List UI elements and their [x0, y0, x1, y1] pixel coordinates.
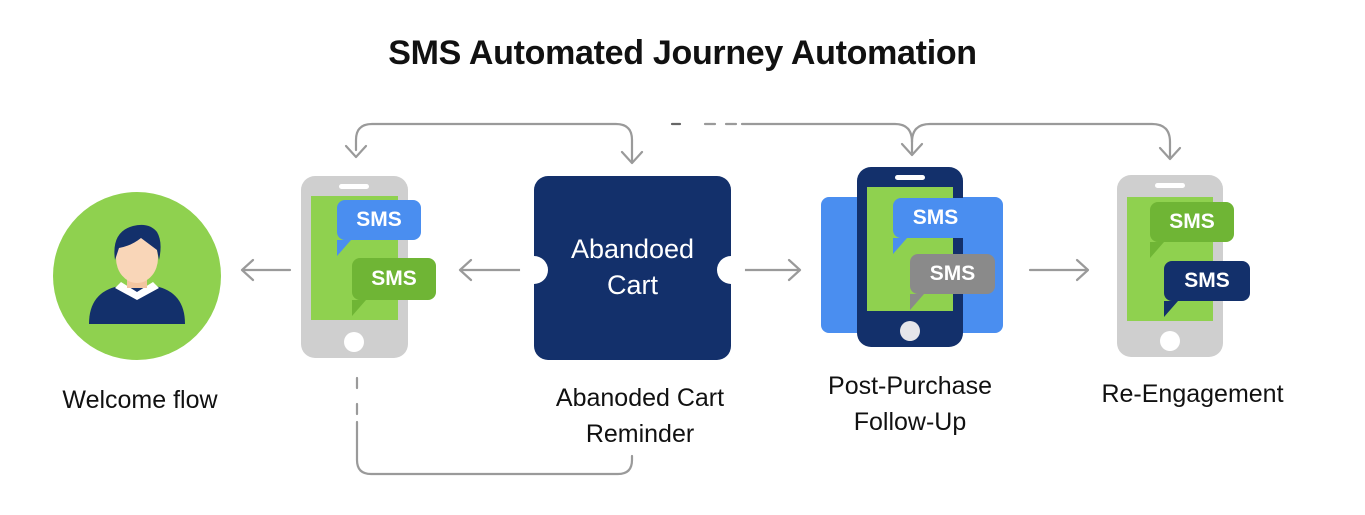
phone-home-button	[344, 332, 364, 352]
sms-bubble: SMS	[337, 200, 421, 256]
box-text-line: Cart	[606, 270, 658, 300]
bubble-tail	[893, 238, 907, 254]
arrowhead-down-icon	[900, 142, 924, 157]
arrowhead-down-icon	[1158, 146, 1182, 161]
bubble-tail	[910, 294, 924, 310]
phone-home-button	[900, 321, 920, 341]
sms-bubble: SMS	[1150, 202, 1234, 258]
bubble-tail	[352, 300, 366, 316]
sms-bubble: SMS	[1164, 261, 1250, 317]
box-text-line: Abandoed	[570, 234, 695, 264]
arrowhead-down-icon	[620, 150, 644, 165]
label-line: Follow-Up	[853, 408, 967, 436]
sms-bubble: SMS	[893, 198, 978, 254]
arrow-right-reengage	[1028, 258, 1090, 282]
phone-speaker	[339, 184, 369, 189]
welcome-avatar	[53, 192, 221, 360]
arrow-right-post	[742, 258, 802, 282]
bubble-tail	[337, 240, 351, 256]
bubble-tail	[1164, 301, 1178, 317]
arrow-left-cart	[458, 258, 522, 282]
welcome-flow-label: Welcome flow	[62, 386, 218, 414]
sms-bubble-text: SMS	[356, 208, 402, 231]
sms-bubble-text: SMS	[929, 262, 976, 285]
phone-speaker	[1155, 183, 1185, 188]
user-avatar-icon	[89, 224, 185, 324]
label-line: Abanoded Cart	[555, 384, 725, 412]
arrowhead-down-icon	[344, 144, 368, 159]
label-line: Reminder	[585, 420, 695, 448]
phone-home-button	[1160, 331, 1180, 351]
sms-bubble: SMS	[910, 254, 995, 310]
post-purchase-label: Post-Purchase Follow-Up	[800, 368, 1020, 440]
abandoned-cart-label: Abanoded Cart Reminder	[520, 380, 760, 452]
re-engagement-label: Re-Engagement	[1101, 380, 1284, 408]
loop-connector-top-right	[740, 122, 914, 154]
sms-bubble-text: SMS	[1169, 210, 1215, 233]
phone-speaker	[895, 175, 925, 180]
abandoned-cart-box-text: Abandoed Cart	[534, 231, 731, 303]
loop-connector-branch	[910, 122, 1172, 160]
loop-connector-top-left	[354, 122, 634, 164]
arrow-left-welcome	[240, 258, 292, 282]
sms-bubble-text: SMS	[912, 206, 959, 229]
connector-notch-right	[717, 256, 745, 284]
abandoned-cart-node: Abandoed Cart	[520, 176, 745, 360]
label-line: Post-Purchase	[828, 372, 992, 400]
diagram-title: SMS Automated Journey Automation	[388, 34, 977, 72]
sms-bubble: SMS	[352, 258, 436, 316]
connector-notch-left	[520, 256, 548, 284]
sms-bubble-text: SMS	[371, 267, 417, 290]
loop-connector-bottom	[355, 420, 634, 476]
sms-bubble-text: SMS	[1184, 269, 1230, 292]
bubble-tail	[1150, 242, 1164, 258]
